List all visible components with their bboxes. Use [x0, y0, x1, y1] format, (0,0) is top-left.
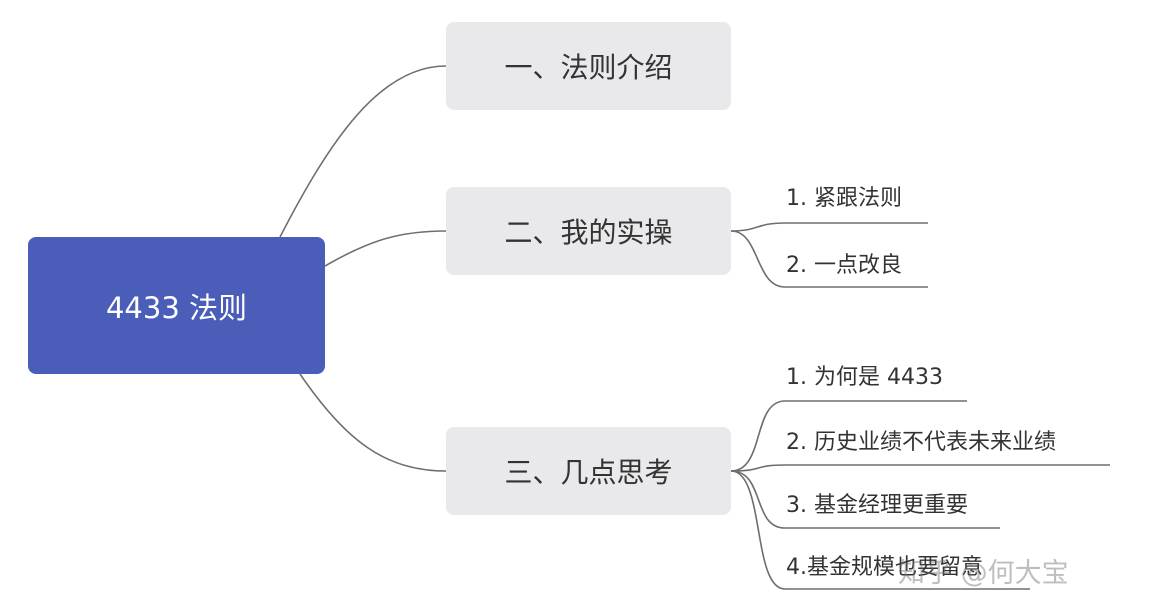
branch-label: 二、我的实操	[504, 216, 673, 249]
root-label: 4433 法则	[105, 290, 248, 325]
connector-branch-leaf	[730, 222, 928, 232]
leaf-node[interactable]: 1. 紧跟法则	[786, 186, 902, 211]
connector-root-branch-3	[299, 373, 447, 472]
branch-node-thoughts[interactable]: 三、几点思考	[446, 427, 731, 515]
leaf-node[interactable]: 1. 为何是 4433	[786, 365, 943, 390]
connector-branch-leaf	[730, 230, 928, 288]
branch-node-practice[interactable]: 二、我的实操	[446, 187, 731, 275]
branch-label: 一、法则介绍	[504, 51, 673, 84]
connector-branch-leaf	[730, 470, 1030, 590]
branch-label: 三、几点思考	[504, 456, 673, 489]
leaf-node[interactable]: 4.基金规模也要留意	[786, 555, 983, 580]
leaf-node[interactable]: 2. 一点改良	[786, 253, 902, 278]
leaf-node[interactable]: 3. 基金经理更重要	[786, 493, 968, 518]
connector-branch-leaf	[730, 400, 967, 472]
connector-branch-leaf	[730, 470, 1000, 529]
leaf-node[interactable]: 2. 历史业绩不代表未来业绩	[786, 430, 1056, 455]
branch-node-intro[interactable]: 一、法则介绍	[446, 22, 731, 110]
connector-branch-leaf	[730, 464, 1110, 472]
connector-root-branch-1	[279, 65, 447, 238]
connector-root-branch-2	[324, 230, 447, 267]
root-node[interactable]: 4433 法则	[28, 237, 325, 374]
